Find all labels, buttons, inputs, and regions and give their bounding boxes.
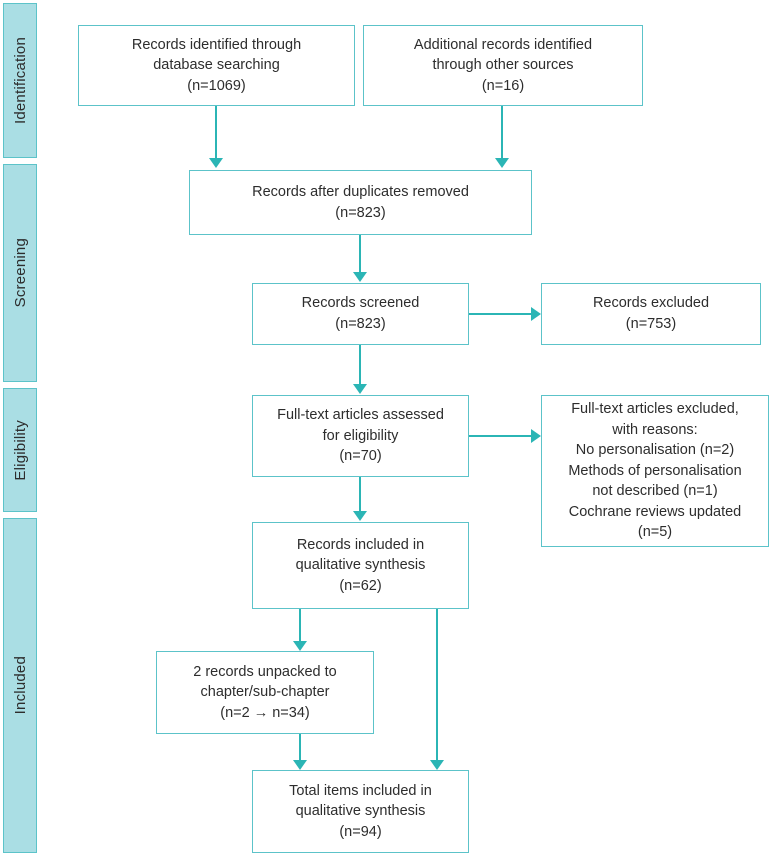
box-additional-records: Additional records identified through ot… bbox=[363, 25, 643, 106]
box-after-duplicates-text: Records after duplicates removed (n=823) bbox=[252, 183, 469, 221]
connector-fulltext-to-included bbox=[359, 477, 361, 513]
phase-label-screening: Screening bbox=[11, 238, 29, 308]
arrowhead-additional-to-dedup bbox=[495, 158, 509, 168]
arrowhead-screened-to-excluded bbox=[531, 307, 541, 321]
connector-fulltext-to-excluded bbox=[468, 435, 533, 437]
phase-label-eligibility: Eligibility bbox=[11, 419, 29, 481]
box-records-unpacked: 2 records unpacked to chapter/sub-chapte… bbox=[156, 651, 374, 734]
phase-bar-identification: Identification bbox=[3, 3, 37, 158]
arrowhead-unpacked-to-total bbox=[293, 760, 307, 770]
box-records-included-text: Records included in qualitative synthesi… bbox=[295, 536, 426, 594]
phase-bar-eligibility: Eligibility bbox=[3, 388, 37, 512]
connector-included-to-total bbox=[436, 609, 438, 762]
box-records-identified: Records identified through database sear… bbox=[78, 25, 355, 106]
arrowhead-dedup-to-screened bbox=[353, 272, 367, 282]
connector-additional-to-dedup bbox=[501, 106, 503, 160]
box-fulltext-excluded-text: Full-text articles excluded, with reason… bbox=[568, 400, 742, 541]
arrowhead-identified-to-dedup bbox=[209, 158, 223, 168]
connector-unpacked-to-total bbox=[299, 734, 301, 762]
phase-bar-screening: Screening bbox=[3, 164, 37, 382]
phase-bar-included: Included bbox=[3, 518, 37, 853]
connector-screened-to-excluded bbox=[468, 313, 533, 315]
box-fulltext-assessed: Full-text articles assessed for eligibil… bbox=[252, 395, 469, 477]
connector-screened-to-fulltext bbox=[359, 345, 361, 385]
box-additional-records-text: Additional records identified through ot… bbox=[413, 36, 593, 94]
box-total-included: Total items included in qualitative synt… bbox=[252, 770, 469, 853]
arrowhead-fulltext-to-included bbox=[353, 511, 367, 521]
arrowhead-included-to-total bbox=[430, 760, 444, 770]
connector-included-to-unpacked bbox=[299, 609, 301, 643]
box-records-included: Records included in qualitative synthesi… bbox=[252, 522, 469, 609]
arrowhead-included-to-unpacked bbox=[293, 641, 307, 651]
phase-label-included: Included bbox=[11, 656, 29, 715]
box-after-duplicates: Records after duplicates removed (n=823) bbox=[189, 170, 532, 235]
box-fulltext-assessed-text: Full-text articles assessed for eligibil… bbox=[277, 407, 444, 465]
connector-identified-to-dedup bbox=[215, 106, 217, 160]
box-fulltext-excluded: Full-text articles excluded, with reason… bbox=[541, 395, 769, 547]
box-total-included-text: Total items included in qualitative synt… bbox=[289, 782, 432, 840]
connector-dedup-to-screened bbox=[359, 235, 361, 273]
box-records-excluded: Records excluded (n=753) bbox=[541, 283, 761, 345]
phase-label-identification: Identification bbox=[11, 36, 29, 125]
box-records-unpacked-text: 2 records unpacked to chapter/sub-chapte… bbox=[193, 663, 337, 721]
box-records-identified-text: Records identified through database sear… bbox=[131, 36, 302, 94]
box-records-excluded-text: Records excluded (n=753) bbox=[592, 295, 710, 332]
arrowhead-screened-to-fulltext bbox=[353, 384, 367, 394]
box-records-screened: Records screened (n=823) bbox=[252, 283, 469, 345]
arrowhead-fulltext-to-excluded bbox=[531, 429, 541, 443]
box-records-screened-text: Records screened (n=823) bbox=[301, 295, 420, 332]
